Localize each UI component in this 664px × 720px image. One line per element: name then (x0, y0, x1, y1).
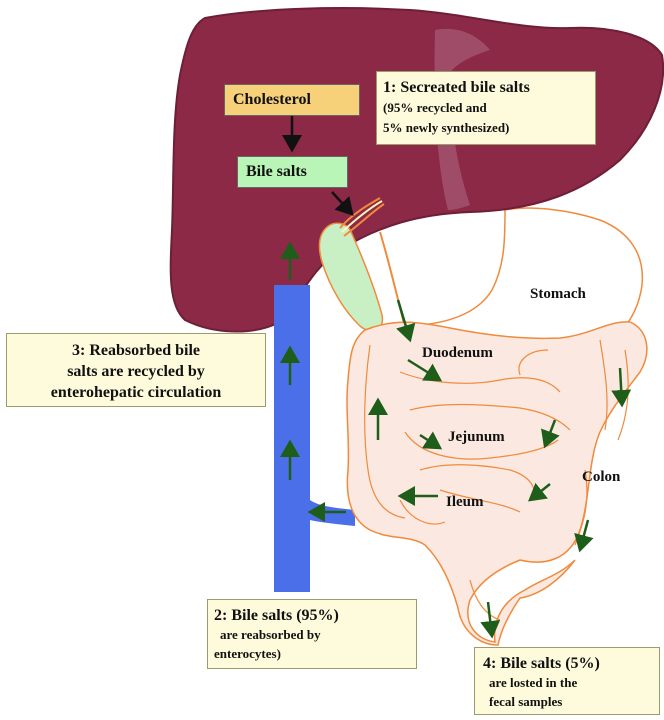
callout-1-line-3: 5% newly synthesized) (383, 120, 510, 135)
flow-arrow (541, 419, 560, 449)
callout-2-line-1: 2: Bile salts (95%) (214, 607, 339, 624)
flow-arrow (419, 431, 443, 450)
flow-arrow (611, 367, 632, 408)
jejunum-label: Jejunum (448, 429, 505, 445)
callout-3-line-3: enterohepatic circulation (50, 384, 222, 401)
callout-reabsorbed-recycled: 3: Reabsorbed bile salts are recycled by… (6, 333, 266, 407)
callout-3-line-2: salts are recycled by (67, 363, 205, 380)
callout-4-line-1: 4: Bile salts (5%) (483, 655, 600, 672)
intestine-body (346, 321, 648, 646)
duodenum-label: Duodenum (422, 345, 493, 361)
flow-arrows (280, 241, 632, 639)
callout-bile-salts-lost: 4: Bile salts (5%) are losted in the fec… (474, 647, 660, 715)
callout-3-line-1: 3: Reabsorbed bile (72, 342, 200, 359)
flow-arrow (407, 358, 443, 382)
flow-arrow (528, 482, 551, 502)
callout-4-line-3: fecal samples (489, 694, 563, 709)
callout-1-line-1: 1: Secreated bile salts (383, 79, 530, 96)
portal-vein (274, 285, 355, 592)
callout-4-line-2: are losted in the (489, 675, 578, 690)
ileum-label: Ileum (446, 494, 484, 510)
bile-salts-label: Bile salts (246, 163, 307, 180)
stomach-label: Stomach (530, 286, 586, 302)
callout-2-line-2: are reabsorbed by (220, 627, 321, 642)
callout-2-line-3: enterocytes) (214, 646, 281, 661)
cholesterol-box: Cholesterol (224, 84, 360, 116)
callout-1-line-2: (95% recycled and (383, 100, 487, 115)
callout-secreted-bile-salts: 1: Secreated bile salts (95% recycled an… (376, 71, 596, 145)
gallbladder (318, 222, 384, 332)
flow-arrow (574, 519, 594, 553)
bile-to-gallbladder-arrow (331, 191, 354, 216)
bile-salts-box: Bile salts (237, 156, 348, 188)
cholesterol-label: Cholesterol (233, 91, 311, 108)
colon-label: Colon (582, 469, 621, 485)
callout-bile-salts-reabsorbed: 2: Bile salts (95%) are reabsorbed by en… (207, 599, 417, 669)
bile-duct-inner (341, 200, 383, 233)
flow-arrow (396, 299, 416, 343)
flow-arrow (480, 601, 501, 639)
